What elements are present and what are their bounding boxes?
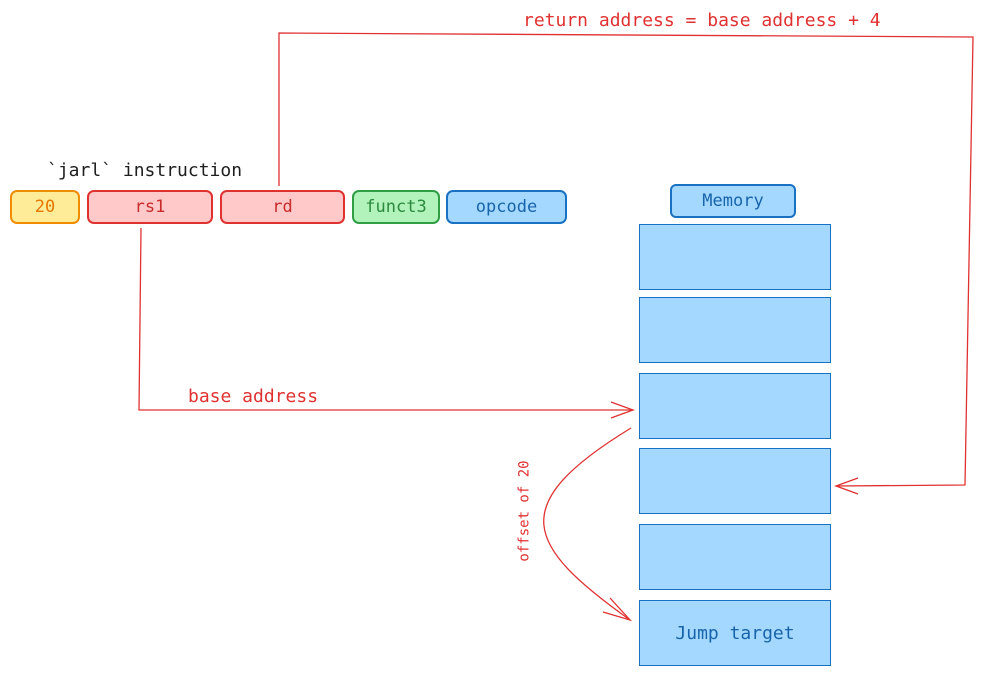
- memory-cell: [639, 297, 831, 363]
- rd-field: rd: [220, 190, 345, 224]
- imm-field: 20: [10, 190, 80, 224]
- memory-cell-return: [639, 448, 831, 514]
- funct3-field: funct3: [352, 190, 440, 224]
- base-arrowhead: [610, 401, 635, 419]
- offset-label: offset of 20: [516, 460, 533, 562]
- instruction-title: `jarl` instruction: [47, 160, 243, 181]
- memory-header: Memory: [670, 184, 796, 218]
- return-address-label: return address = base address + 4: [523, 10, 881, 31]
- memory-cell: [639, 224, 831, 290]
- offset-curve: [543, 427, 632, 621]
- memory-cell-base: [639, 373, 831, 439]
- jump-target-label: Jump target: [675, 622, 795, 644]
- return-arrowhead: [834, 477, 859, 495]
- memory-cell: [639, 524, 831, 590]
- offset-arrowhead: [602, 597, 633, 622]
- opcode-field: opcode: [446, 190, 567, 224]
- base-address-arrow: [138, 227, 633, 411]
- rs1-field: rs1: [87, 190, 213, 224]
- base-address-label: base address: [188, 386, 319, 407]
- return-address-arrow: [278, 32, 974, 487]
- memory-cell-jump-target: Jump target: [639, 600, 831, 666]
